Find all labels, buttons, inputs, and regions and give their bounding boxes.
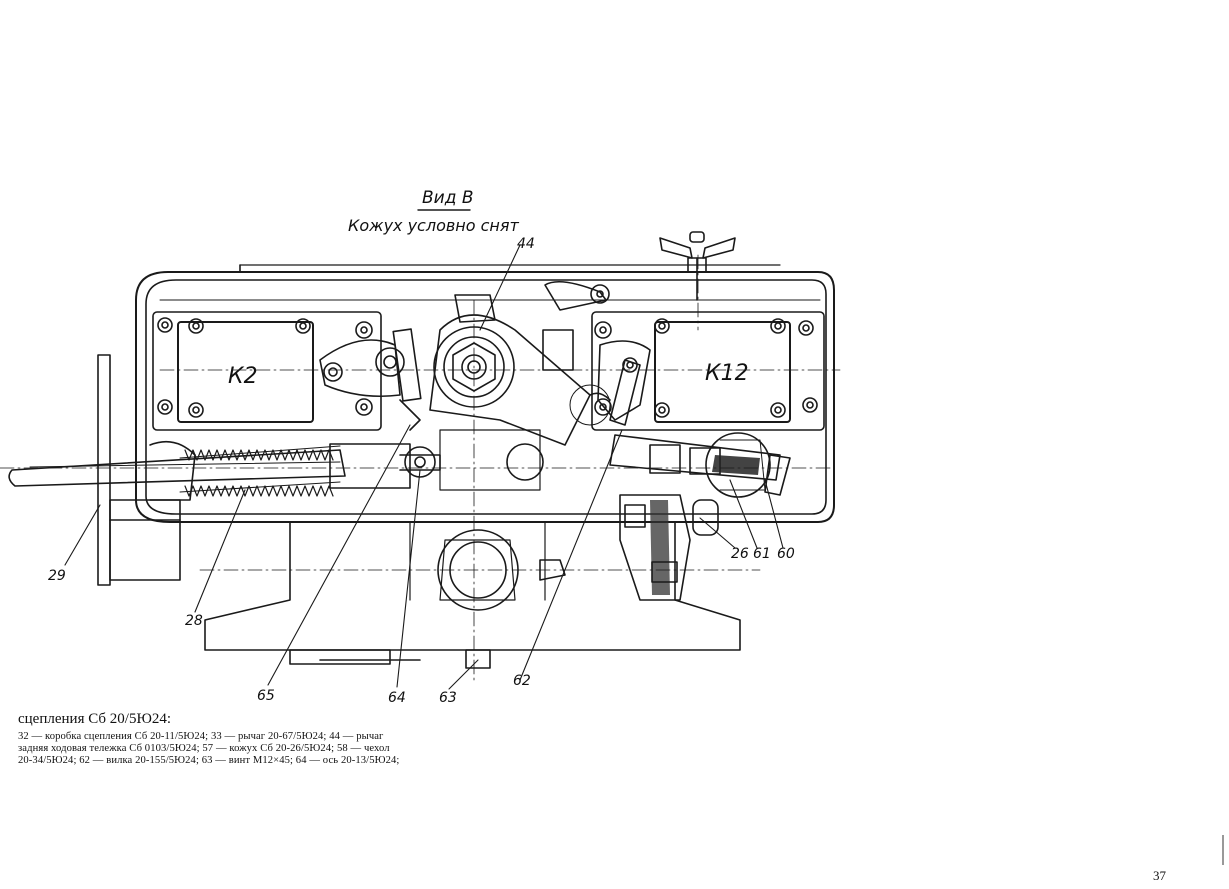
caption-title: сцепления Сб 20/5Ю24:	[18, 711, 172, 727]
callout-61: 61	[753, 546, 771, 562]
switch-k12	[591, 311, 825, 431]
caption-line-1: 32 — коробка сцепления Сб 20-11/5Ю24; 33…	[18, 731, 384, 742]
view-subtitle: Кожух условно снят	[348, 216, 520, 235]
callout-28: 28	[185, 613, 203, 629]
view-title: Вид В	[422, 188, 474, 208]
callout-65: 65	[257, 688, 275, 704]
spring-rod	[8, 429, 544, 501]
caption-line-2: задняя ходовая тележка Сб 0103/5Ю24; 57 …	[18, 743, 390, 754]
callout-26: 26	[731, 546, 749, 562]
centerlines	[0, 254, 841, 681]
callout-63: 63	[439, 690, 457, 706]
switch-k2-label: К2	[228, 364, 258, 389]
housing	[135, 264, 835, 523]
caption-line-3: 20-34/5Ю24; 62 — вилка 20-155/5Ю24; 63 —…	[18, 755, 400, 766]
page-edge-mark	[1222, 835, 1224, 865]
callout-44: 44	[517, 236, 535, 252]
left-stop	[97, 354, 181, 586]
lower-bracket	[204, 494, 741, 669]
callout-62: 62	[513, 673, 531, 689]
switch-k2	[152, 311, 422, 431]
right-rod	[609, 432, 791, 498]
page-number: 37	[1153, 868, 1166, 883]
central-lever	[429, 280, 611, 446]
wing-nut	[659, 231, 736, 301]
callout-64: 64	[388, 690, 406, 706]
callout-60: 60	[777, 546, 795, 562]
leader-lines	[64, 244, 784, 690]
callout-29: 29	[48, 568, 66, 584]
switch-k12-label: К12	[705, 361, 749, 386]
